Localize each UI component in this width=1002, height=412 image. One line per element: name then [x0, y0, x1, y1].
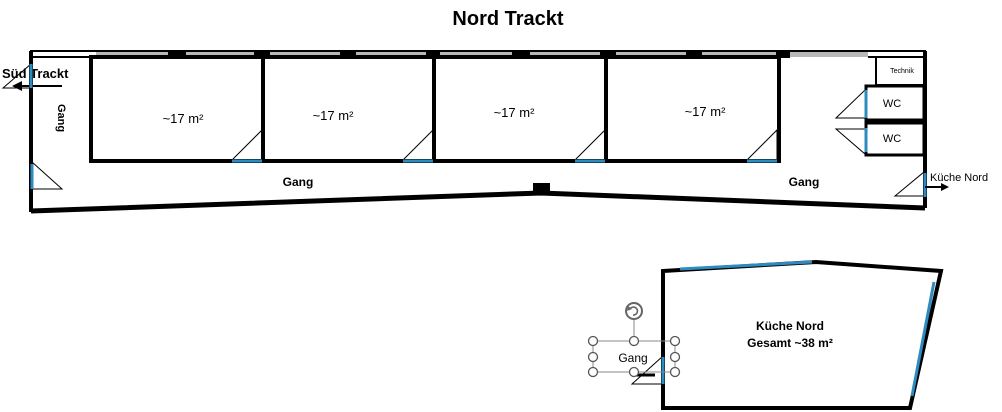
window: [910, 281, 936, 397]
window: [616, 51, 686, 57]
door-swing-icon: [745, 128, 778, 163]
top-windows: [96, 51, 868, 57]
gang-textbox-label[interactable]: Gang: [618, 351, 647, 365]
window: [679, 260, 813, 271]
window: [702, 51, 776, 57]
window: [270, 51, 340, 57]
window: [96, 51, 170, 57]
room-4-area: ~17 m²: [685, 104, 726, 119]
kueche-name: Küche Nord: [756, 319, 824, 333]
door-swing-icon: [573, 128, 606, 163]
corridor-label-vertical: Gang: [55, 104, 67, 132]
window: [356, 51, 432, 57]
window: [186, 51, 256, 57]
wc-1-label: WC: [883, 98, 901, 110]
center-column: [533, 183, 550, 195]
plan-title: Nord Trackt: [452, 8, 563, 30]
arrow-right-icon: [925, 183, 949, 191]
resize-handle[interactable]: [587, 366, 599, 378]
door-swing-icon: [834, 128, 868, 156]
window: [440, 51, 512, 57]
rooms: ~17 m² ~17 m² ~17 m² ~17 m²: [89, 55, 781, 163]
kueche-nord-room: Küche Nord Gesamt ~38 m²: [630, 259, 944, 410]
door-swing-icon: [893, 170, 927, 197]
rotate-icon[interactable]: [625, 302, 643, 320]
resize-handle[interactable]: [628, 366, 640, 378]
room-1: [89, 55, 265, 163]
sued-trackt-label: Süd Trackt: [2, 66, 69, 81]
window: [530, 51, 600, 57]
resize-handle[interactable]: [669, 351, 681, 363]
door-swing-icon: [30, 160, 64, 190]
resize-handle[interactable]: [628, 335, 640, 347]
service-block: Technik WC WC: [834, 56, 926, 157]
kueche-nord-pointer-label: Küche Nord: [930, 172, 988, 184]
corridor-label-left: Gang: [283, 175, 314, 189]
room-4: [604, 55, 781, 163]
room-1-area: ~17 m²: [163, 111, 204, 126]
resize-handle[interactable]: [669, 366, 681, 378]
resize-handle[interactable]: [587, 335, 599, 347]
door-swing-icon: [834, 88, 868, 119]
selected-textbox-gang[interactable]: Gang: [587, 302, 681, 378]
resize-handle[interactable]: [669, 335, 681, 347]
window: [790, 51, 868, 57]
door-swing-icon: [1, 62, 33, 89]
technik-label: Technik: [890, 68, 914, 75]
resize-handle[interactable]: [587, 351, 599, 363]
door-swing-icon: [401, 128, 434, 163]
corridor-label-right: Gang: [789, 175, 820, 189]
arrow-left-icon: [12, 81, 62, 91]
kueche-area: Gesamt ~38 m²: [747, 336, 833, 350]
wc-2-label: WC: [883, 133, 901, 145]
door-swing-icon: [630, 354, 665, 385]
door-swing-icon: [230, 128, 263, 163]
room-2-area: ~17 m²: [313, 108, 354, 123]
room-3-area: ~17 m²: [494, 105, 535, 120]
